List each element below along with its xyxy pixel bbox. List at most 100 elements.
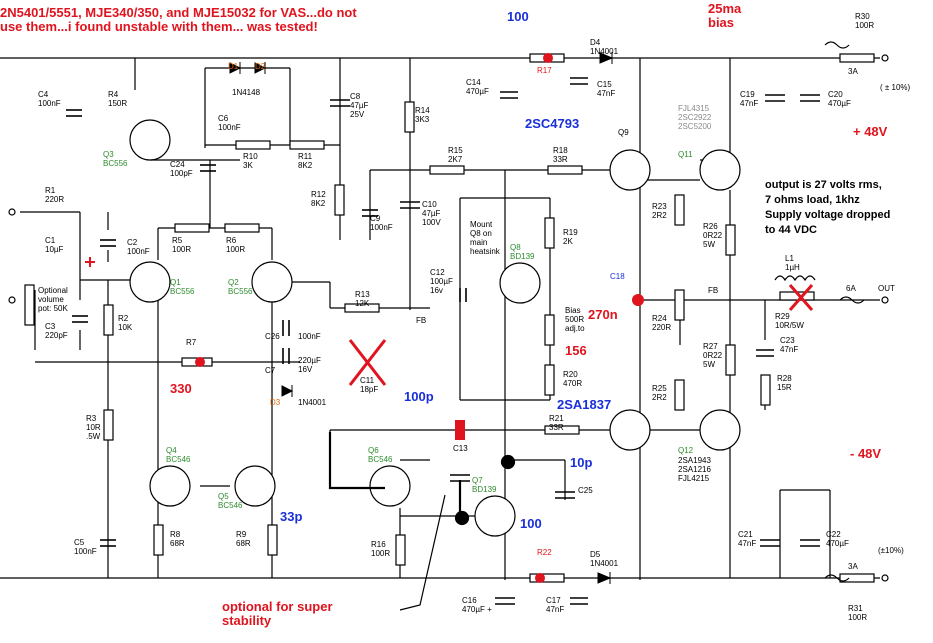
c20-label: C20 470µF [828,90,851,108]
r23-label: R23 2R2 [652,202,667,220]
bias-pot-label: Bias 500R adj.to [565,306,585,333]
c14-label: C14 470µF [466,78,489,96]
r11-label: R11 8K2 [298,152,313,170]
r24-label: R24 220R [652,314,672,332]
d5-label: D5 1N4001 [590,550,619,568]
c33-value: 33p [280,509,303,524]
c25-value: 10p [570,455,593,470]
q3-label: Q3 BC556 [103,150,128,168]
r18-label: R18 33R [553,146,568,164]
r25-label: R25 2R2 [652,384,667,402]
c10-label: C10 47µF 100V [422,200,441,227]
mount-note: Mount Q8 on main heatsink [470,220,500,256]
q7-label: Q7 BD139 [472,476,497,494]
fb-label-right: FB [708,286,719,295]
r13-label: R13 12K [355,290,370,308]
c7-value: 220µF 16V [298,356,321,374]
c8-label: C8 47µF 25V [350,92,369,119]
r3-label: R3 10R .5W [86,414,101,441]
d3-label: D3 [270,398,281,407]
q9-alternates: FJL4315 2SC2922 2SC5200 [678,104,712,131]
c23-label: C23 47nF [780,336,799,354]
c2-label: C2 100nF [127,238,150,256]
r4-label: R4 150R [108,90,128,108]
inductor-and-fuses [8,41,889,582]
minus-48v-label: - 48V [850,446,882,461]
r6-label: R6 100R [226,236,246,254]
d4-label: D4 1N4001 [590,38,619,56]
r5-label: R5 100R [172,236,192,254]
r12-label: R12 8K2 [311,190,326,208]
r19-label: R19 2K [563,228,578,246]
c7-label: C7 [265,366,276,375]
c1-label: C1 10µF [45,236,64,254]
r30-label: R30 100R [855,12,875,30]
q9-label: Q9 [618,128,629,137]
r10-label: R10 3K [243,152,258,170]
diodes [229,52,614,584]
r22-label: R22 [537,548,552,557]
q6-label: Q6 BC546 [368,446,393,464]
q2-label: Q2 BC556 [228,278,253,296]
q12-label: Q12 [678,446,694,455]
l1-label: L1 1µH [785,254,800,272]
r9-label: R9 68R [236,530,251,548]
tolerance-top: ( ± 10%) [880,83,911,92]
c26-value: 100nF [298,332,321,341]
q11-label: Q11 [678,150,693,159]
fb-label-left: FB [416,316,427,325]
c16-label: C16 470µF + [462,596,492,614]
r1-label: R1 220R [45,186,65,204]
components [24,53,875,583]
r17-label: R17 [537,66,552,75]
stability-note: optional for super stability [222,599,333,628]
q7-type-label: 2SA1837 [557,397,612,412]
top-warning-note: 2N5401/5551, MJE340/350, and MJE15032 fo… [0,5,357,34]
bias-note: 25ma bias [708,1,742,30]
r14-label: R14 3K3 [415,106,430,124]
r17-value: 100 [507,9,529,24]
r26-label: R26 0R22 5W [703,222,723,249]
volume-pot-note: Optional volume pot: 50K [38,286,68,313]
r21-label: R21 33R [549,414,564,432]
d1-label: D1 [228,62,239,71]
r2-label: R2 10K [118,314,133,332]
c12-label: C12 100µF 16v [430,268,453,295]
r27-label: R27 0R22 5W [703,342,723,369]
r29-label: R29 10R/5W [775,312,804,330]
r20-label: R20 470R [563,370,583,388]
capacitors [66,77,820,605]
c21-label: C21 47nF [738,530,757,548]
tolerance-bottom: (±10%) [878,546,904,555]
r16-label: R16 100R [371,540,391,558]
r8-label: R8 68R [170,530,185,548]
hand-drawn-mods [328,432,516,611]
c22-label: C22 470µF [826,530,849,548]
r24-value: 156 [565,343,587,358]
r7-label: R7 [186,338,197,347]
q12-alternates: 2SA1943 2SA1216 FJL4215 [678,456,711,483]
c5-label: C5 100nF [74,538,97,556]
q1-label: Q1 BC556 [170,278,195,296]
q9-type-label: 2SC4793 [525,116,580,131]
r15-label: R15 2K7 [448,146,463,164]
out-label: OUT [878,284,895,293]
c6-label: C6 100nF [218,114,241,132]
c18-value: 270n [588,307,618,322]
d1-type: 1N4148 [232,88,261,97]
fuse-out-label: 6A [846,284,856,293]
c9-label: C9 100nF [370,214,393,232]
r28-label: R28 15R [777,374,792,392]
c3-label: C3 220pF [45,322,68,340]
c19-label: C19 47nF [740,90,759,108]
fuse-bottom-label: 3A [848,562,858,571]
q5-label: Q5 BC546 [218,492,243,510]
d3-type: 1N4001 [298,398,327,407]
r22-value: 100 [520,516,542,531]
q8-label: Q8 BD139 [510,243,535,261]
c4-label: C4 100nF [38,90,61,108]
c17-label: C17 47nF [546,596,565,614]
c24-label: C24 100pF [170,160,193,178]
fuse-top-label: 3A [848,67,858,76]
